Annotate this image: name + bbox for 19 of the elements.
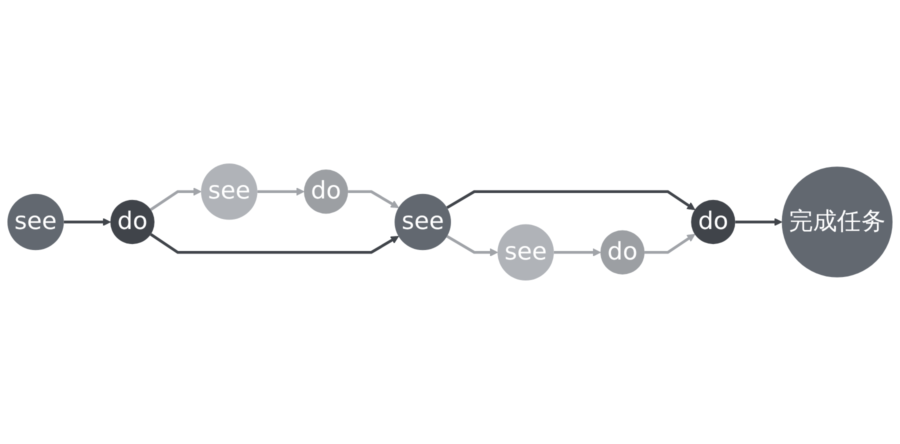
arrow [150,188,202,211]
arrow [735,218,782,226]
node-circle [201,163,258,220]
arrow [446,190,696,210]
node-circle [782,166,893,278]
arrow [348,190,399,208]
arrow [257,188,304,196]
arrow [150,233,399,254]
arrow [644,234,696,254]
arrow [64,218,111,226]
node-circle [394,194,451,250]
arrow [446,235,498,256]
node-circle [498,224,554,281]
node-circle [7,194,64,250]
node-circle [110,200,154,244]
node-circle [600,230,645,274]
arrow [554,248,601,256]
node-circle [304,170,348,214]
node-circle [691,200,736,244]
